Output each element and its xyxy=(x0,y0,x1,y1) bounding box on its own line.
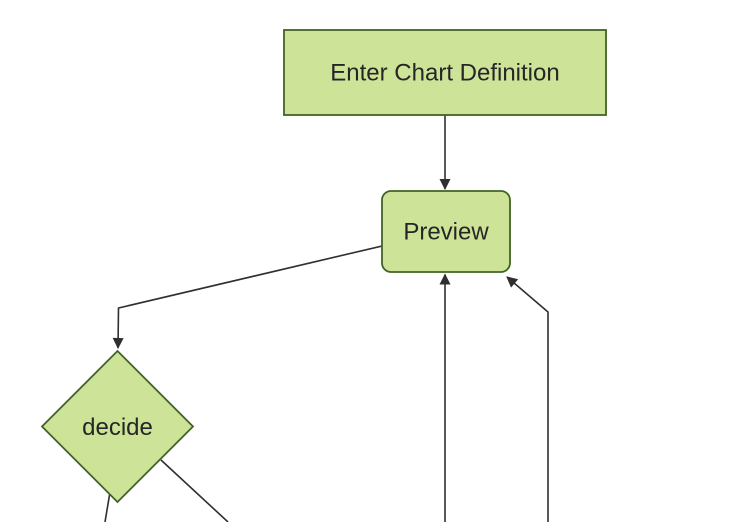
node-decide-shape xyxy=(40,349,195,504)
node-decide-label: decide xyxy=(82,414,153,441)
node-preview: Preview xyxy=(381,190,511,273)
node-enter-chart-definition-shape xyxy=(283,29,607,116)
edge-decide-offscreen-right xyxy=(160,459,229,522)
edge-decide-offscreen-left xyxy=(104,491,111,522)
edge-preview-to-decide xyxy=(112,245,383,349)
node-enter-chart-definition-label: Enter Chart Definition xyxy=(330,60,559,87)
node-enter-chart-definition: Enter Chart Definition xyxy=(283,29,607,116)
edge-layer xyxy=(104,115,549,522)
edge-offscreen-to-preview-corner xyxy=(506,276,549,522)
node-preview-shape xyxy=(381,190,511,273)
node-decide: decide xyxy=(40,349,195,504)
node-preview-label: Preview xyxy=(403,219,489,246)
